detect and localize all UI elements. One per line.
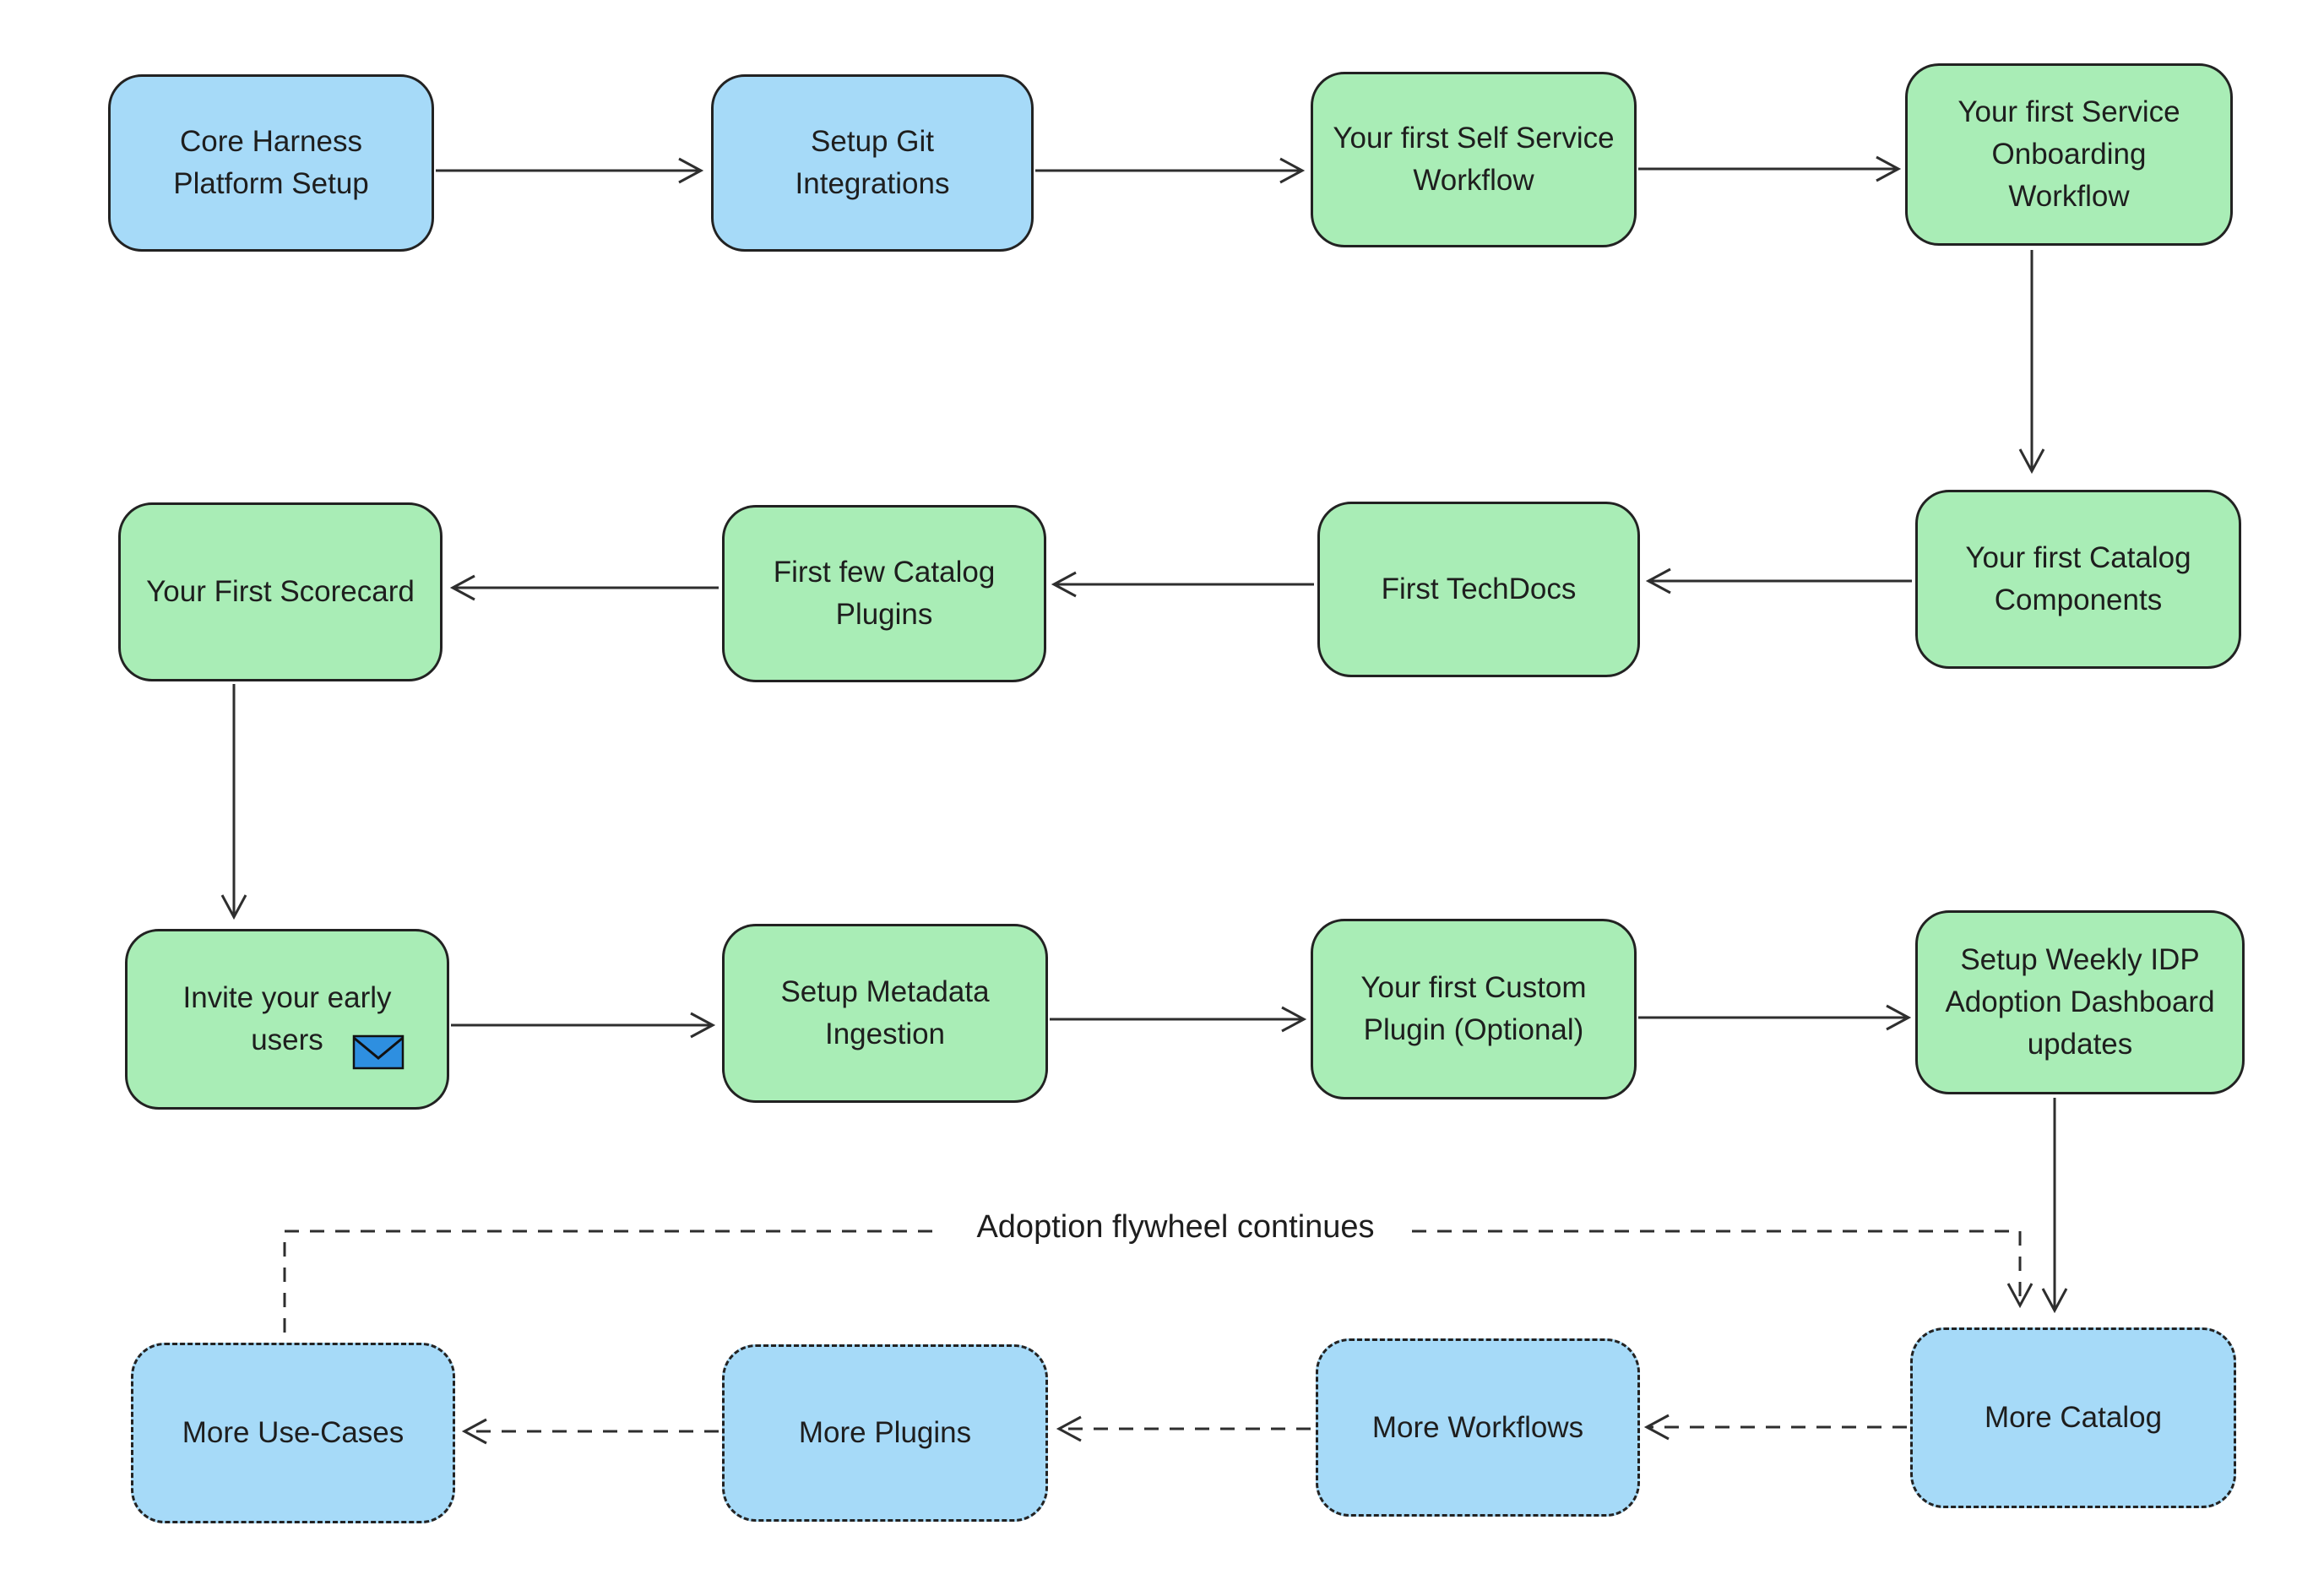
node-label: More Workflows <box>1371 1410 1584 1444</box>
node-first-service-onboarding-workflow: Your first Service Onboarding Workflow <box>1905 63 2233 246</box>
node-setup-metadata-ingestion: Setup Metadata Ingestion <box>722 924 1048 1103</box>
node-setup-git-integrations: Setup Git Integrations <box>711 74 1034 252</box>
node-label: Your First Scorecard <box>146 575 415 609</box>
node-first-techdocs: First TechDocs <box>1317 502 1640 677</box>
flywheel-dashed-line-left <box>283 1230 939 1333</box>
node-label: Your first Service Onboarding Workflow <box>1957 95 2180 213</box>
node-label: Setup Metadata Ingestion <box>780 975 990 1050</box>
node-first-few-catalog-plugins: First few Catalog Plugins <box>722 505 1046 682</box>
node-core-harness-platform-setup: Core Harness Platform Setup <box>108 74 434 252</box>
node-label: First TechDocs <box>1381 573 1577 606</box>
flywheel-label: Adoption flywheel continues <box>944 1209 1407 1246</box>
node-label: More Plugins <box>798 1416 972 1450</box>
node-label: More Catalog <box>1984 1401 2163 1435</box>
node-first-self-service-workflow: Your first Self Service Workflow <box>1311 72 1637 247</box>
node-your-first-scorecard: Your First Scorecard <box>118 502 443 681</box>
node-invite-your-early-users: Invite your early users <box>125 929 449 1110</box>
node-label: First few Catalog Plugins <box>773 556 996 631</box>
flywheel-dashed-line-right <box>1412 1230 2033 1309</box>
node-label: Setup Weekly IDP Adoption Dashboard upda… <box>1945 943 2215 1061</box>
envelope-icon <box>352 1034 405 1070</box>
node-label: Core Harness Platform Setup <box>173 125 369 200</box>
node-more-workflows: More Workflows <box>1316 1338 1640 1517</box>
node-more-plugins: More Plugins <box>722 1344 1048 1522</box>
node-first-custom-plugin-optional: Your first Custom Plugin (Optional) <box>1311 919 1637 1099</box>
node-more-use-cases: More Use-Cases <box>131 1343 455 1523</box>
node-label: Your first Custom Plugin (Optional) <box>1360 971 1587 1046</box>
node-label: Setup Git Integrations <box>795 125 950 200</box>
node-label: Your first Catalog Components <box>1965 541 2191 616</box>
node-more-catalog: More Catalog <box>1910 1327 2236 1508</box>
node-first-catalog-components: Your first Catalog Components <box>1915 490 2241 669</box>
node-label: Your first Self Service Workflow <box>1333 122 1615 197</box>
node-setup-weekly-idp-adoption-dashboard-updates: Setup Weekly IDP Adoption Dashboard upda… <box>1915 910 2245 1094</box>
node-label: More Use-Cases <box>182 1416 405 1450</box>
node-label: Invite your early users <box>182 981 392 1056</box>
